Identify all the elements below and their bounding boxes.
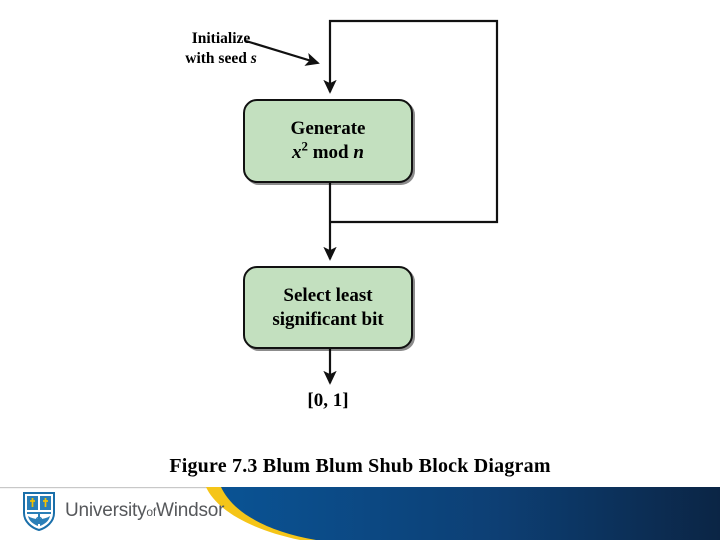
- process-box-generate[interactable]: Generate x2 mod n: [243, 99, 413, 183]
- university-brand-text: UniversityofWindsor: [65, 500, 225, 522]
- initialize-line-2: with seed s: [166, 49, 276, 69]
- variable-n: n: [353, 142, 364, 163]
- flow-connectors: [245, 19, 499, 385]
- select-line-1: Select least: [283, 284, 373, 306]
- footer-banner-graphic: [0, 487, 720, 540]
- footer-banner: UniversityofWindsor: [0, 487, 720, 540]
- brand-word-university: University: [65, 500, 147, 521]
- exponent-2: 2: [301, 138, 308, 154]
- seed-variable: s: [250, 50, 257, 68]
- initialize-line-2-prefix: with seed: [185, 50, 251, 68]
- block-diagram: Initialize with seed s Generate x2 mod n…: [166, 19, 499, 411]
- variable-x: x: [292, 142, 302, 163]
- brand-word-of: of: [146, 505, 157, 519]
- university-crest-icon: [23, 492, 55, 531]
- output-bit-label: [0, 1]: [307, 390, 349, 411]
- generate-line-1: Generate: [290, 118, 366, 140]
- initialize-seed-label: Initialize with seed s: [166, 29, 276, 70]
- process-box-select-lsb[interactable]: Select least significant bit: [243, 266, 413, 349]
- brand-word-windsor: Windsor: [156, 500, 225, 521]
- mod-operator: mod: [307, 142, 354, 163]
- generate-line-2: x2 mod n: [292, 138, 364, 165]
- figure-caption: Figure 7.3 Blum Blum Shub Block Diagram: [169, 455, 551, 477]
- initialize-line-1: Initialize: [191, 30, 251, 47]
- select-line-2: significant bit: [272, 308, 384, 330]
- university-brand: UniversityofWindsor: [22, 491, 225, 531]
